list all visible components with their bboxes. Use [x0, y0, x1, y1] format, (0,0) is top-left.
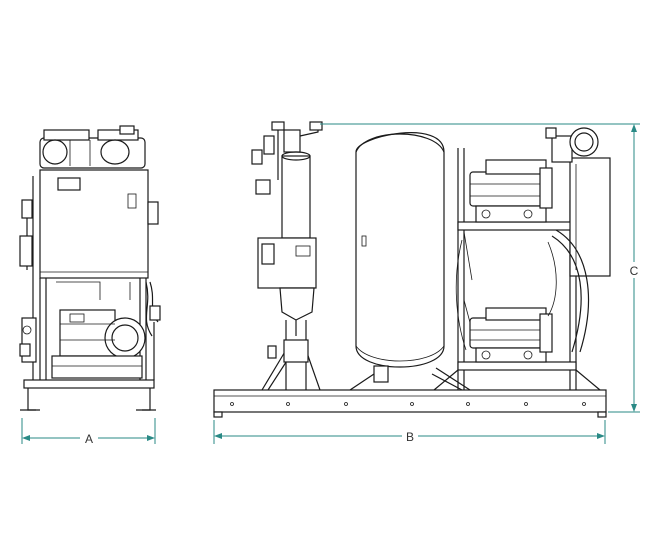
- side-view-lower-motor: [51, 309, 146, 379]
- side-view-cabinet: [39, 169, 149, 279]
- dimension-c-label: C: [630, 264, 639, 278]
- front-view-filter-assembly: [251, 121, 323, 391]
- front-view-base-skid: [213, 389, 607, 418]
- side-view-top-motor: [39, 125, 146, 169]
- dimension-a: A: [21, 418, 156, 446]
- front-view-upper-compressor: [469, 159, 553, 223]
- dimension-b: B: [213, 420, 606, 444]
- side-view-left-piping: [19, 176, 37, 380]
- side-view-right-piping: [145, 201, 161, 380]
- front-view-receiver-tank: [349, 132, 471, 391]
- front-view: [213, 121, 611, 418]
- dimension-a-label: A: [85, 432, 93, 446]
- front-view-lower-compressor: [469, 307, 553, 363]
- dimension-b-label: B: [406, 430, 414, 444]
- dimension-c: C: [320, 123, 642, 413]
- side-view: [19, 125, 161, 411]
- side-view-base: [20, 379, 156, 411]
- front-view-control-panel: [545, 127, 611, 277]
- front-view-hoses: [455, 229, 589, 353]
